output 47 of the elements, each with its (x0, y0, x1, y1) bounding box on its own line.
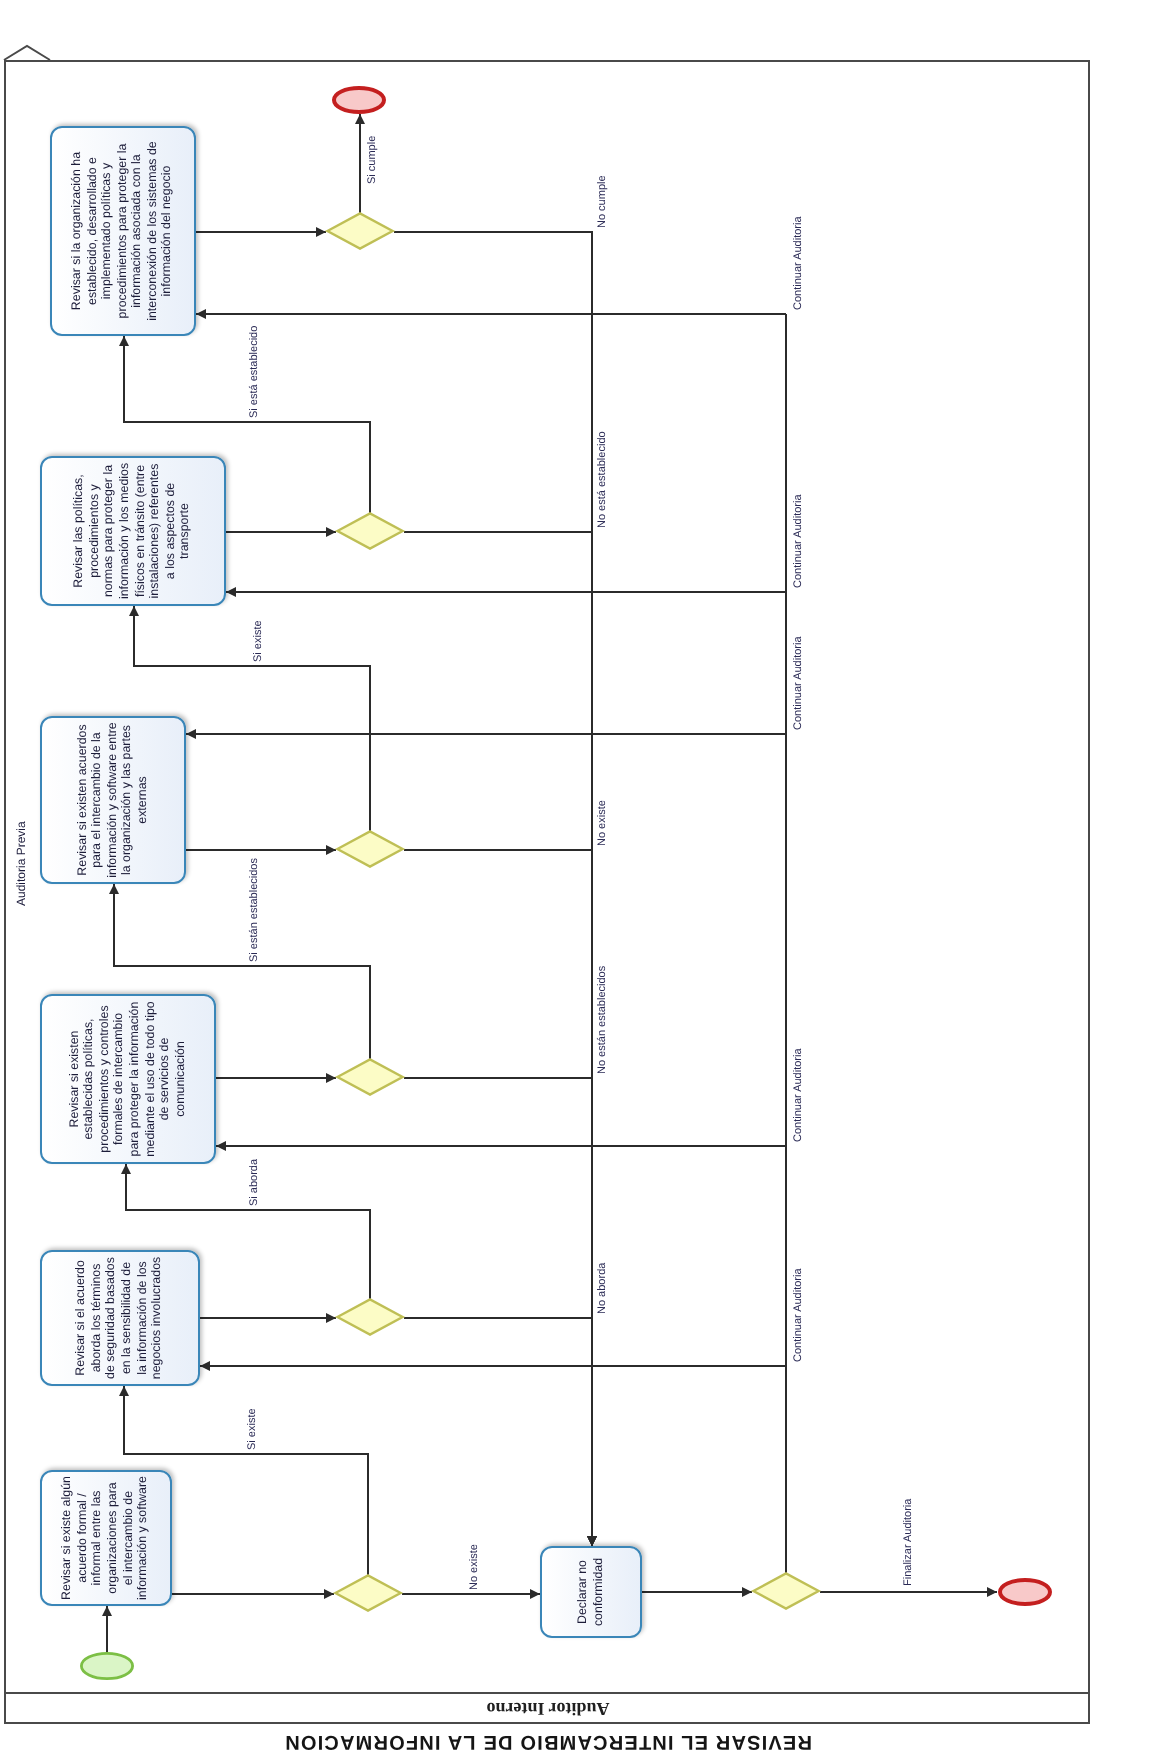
sequence-flow-arrow (819, 1587, 998, 1597)
task-box (40, 1250, 200, 1386)
task-box (40, 1470, 172, 1606)
gateway-diamond (336, 831, 404, 869)
sequence-flow-arrow (129, 605, 371, 832)
sequence-flow-arrow (355, 113, 365, 214)
sequence-flow-line (785, 1145, 787, 1367)
sequence-flow-arrow (195, 309, 787, 319)
end-event-circle (331, 86, 385, 114)
gateway-diamond (336, 1059, 404, 1097)
task-box (540, 1546, 642, 1638)
gateway-diamond (336, 1299, 404, 1337)
gateway-diamond (336, 513, 404, 551)
sequence-flow-arrow (102, 1605, 112, 1653)
sequence-flow-arrow (215, 1141, 787, 1151)
sequence-flow-arrow (225, 587, 787, 597)
sequence-flow-arrow (121, 1163, 371, 1300)
sequence-flow-arrow (119, 335, 371, 514)
task-box (50, 126, 196, 336)
sequence-flow-line (785, 1365, 787, 1574)
task-box (40, 994, 216, 1164)
sequence-flow-arrow (225, 527, 337, 537)
task-box (40, 456, 226, 606)
sequence-flow-arrow (185, 729, 787, 739)
sequence-flow-arrow (171, 1589, 335, 1599)
gateway-diamond (326, 213, 394, 251)
start-event-circle (80, 1652, 134, 1680)
sequence-flow-arrow (185, 845, 337, 855)
gateway-diamond (334, 1575, 402, 1613)
sequence-flow-arrow (401, 1589, 541, 1599)
diagram-title: REVISAR EL INTERCAMBIO DE LA INFORMACION (284, 1730, 812, 1750)
sequence-flow-arrow (119, 1385, 369, 1576)
sequence-flow-line (785, 733, 787, 1147)
sequence-flow-arrow (393, 231, 597, 1547)
sequence-flow-line (785, 313, 787, 593)
gateway-diamond (752, 1573, 820, 1611)
sequence-flow-arrow (109, 883, 371, 1060)
sequence-flow-arrow (215, 1073, 337, 1083)
task-box (40, 716, 186, 884)
swimlane-pool (4, 60, 1090, 1724)
sequence-flow-arrow (199, 1361, 787, 1371)
sequence-flow-arrow (195, 227, 327, 237)
end-event-circle (997, 1578, 1051, 1606)
sequence-flow-arrow (641, 1587, 753, 1597)
sequence-flow-line (785, 591, 787, 735)
sequence-flow-arrow (199, 1313, 337, 1323)
pool-label: Auditor Interno (485, 1699, 609, 1717)
